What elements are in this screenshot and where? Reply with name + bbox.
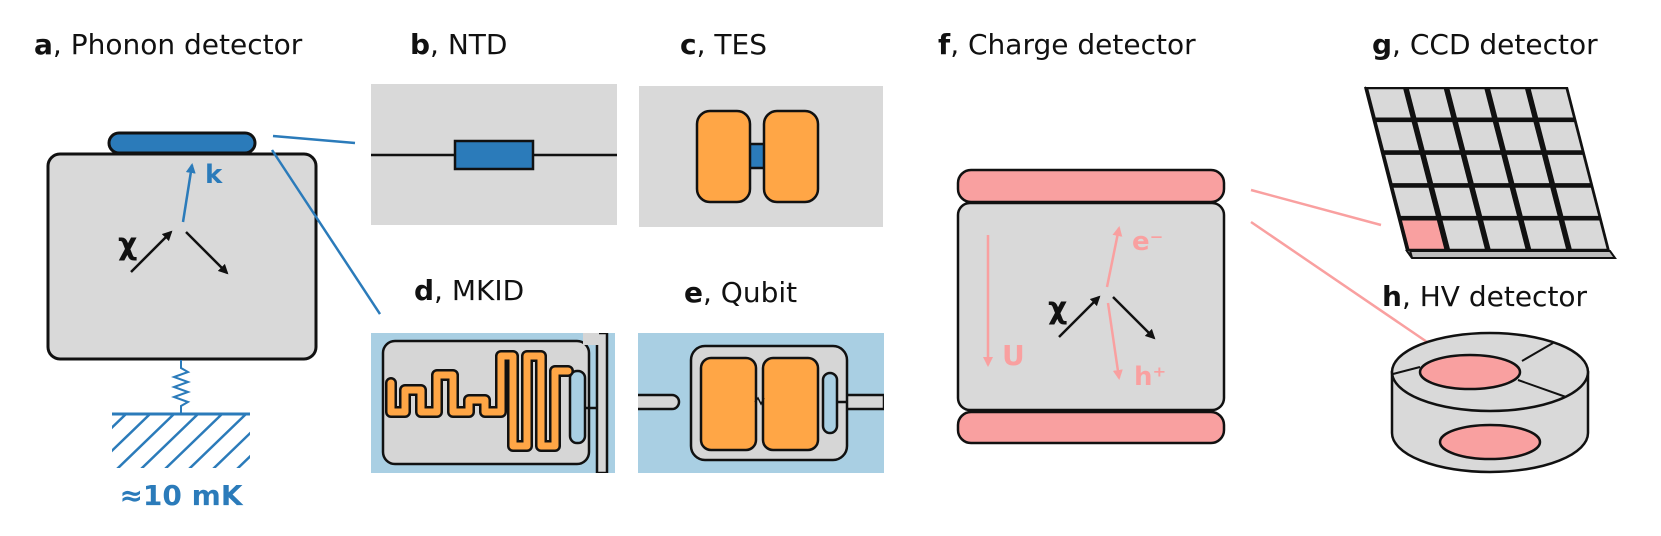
ccd-pixel <box>1490 89 1533 118</box>
ccd-pixel <box>1483 220 1526 249</box>
ccd-pixel <box>1507 154 1550 184</box>
phonon-arrow <box>181 163 196 223</box>
outgoing-particle-arrow-f <box>1112 296 1156 340</box>
sensor-icon <box>107 131 257 155</box>
transmon-icon <box>699 356 820 452</box>
superconducting-film-icon <box>695 109 820 204</box>
top-electrode <box>956 168 1226 204</box>
qubit-panel <box>638 333 884 473</box>
resistor-icon <box>453 139 535 171</box>
ccd-pixel <box>1393 187 1436 216</box>
ccd-pixel <box>1498 122 1541 151</box>
panel-a-title: a, Phonon detector <box>34 28 303 61</box>
phonon-k-label: k <box>205 160 223 190</box>
hv-bottom-electrode <box>1438 423 1542 461</box>
electrode-ring-icon <box>1390 331 1590 474</box>
ccd-pixel <box>1458 122 1501 151</box>
ccd-pixel <box>1564 220 1607 249</box>
panel-c-title: c, TES <box>680 28 767 61</box>
ccd-pixel <box>1434 187 1477 216</box>
dark-matter-chi-label: χ <box>118 227 137 262</box>
ccd-pixel <box>1449 89 1492 118</box>
ntd-panel <box>371 84 617 225</box>
ccd-hit-pixel <box>1402 220 1445 249</box>
thermal-bath-icon <box>112 412 250 468</box>
charge-detector: U χ e⁻ h⁺ <box>956 168 1431 445</box>
ccd-pixel <box>1442 220 1485 249</box>
ccd-pixel <box>1368 89 1411 118</box>
dark-matter-chi-label-f: χ <box>1048 291 1067 326</box>
ccd-pixel <box>1515 187 1558 216</box>
panel-d-title: d, MKID <box>414 274 524 307</box>
temperature-label: ≈10 mK <box>119 479 243 512</box>
ccd-pixel <box>1530 89 1573 118</box>
electron-arrow <box>1105 226 1123 288</box>
ccd-pixel <box>1425 154 1468 184</box>
hole-arrow <box>1106 302 1123 380</box>
ccd-pixel <box>1539 122 1582 151</box>
ccd-pixel <box>1376 122 1419 151</box>
phonon-detector: k χ ≈10 mK <box>46 131 382 512</box>
panel-h-title: h, HV detector <box>1382 280 1588 313</box>
field-u-label: U <box>1002 339 1025 372</box>
zoom-line-hv <box>1250 220 1431 346</box>
ccd-pixel <box>1523 220 1566 249</box>
panel-b-title: b, NTD <box>410 28 507 61</box>
zoom-line-lower <box>270 149 382 315</box>
zoom-line-upper <box>272 134 356 145</box>
phonon-absorber <box>46 152 318 361</box>
hv-top-electrode <box>1418 353 1522 391</box>
ccd-pixel <box>1547 154 1590 184</box>
ccd-pixel <box>1466 154 1509 184</box>
mkid-panel <box>371 333 615 473</box>
panel-e-title: e, Qubit <box>684 276 797 309</box>
ccd-pixel <box>1409 89 1452 118</box>
electron-label: e⁻ <box>1132 227 1163 257</box>
bottom-electrode <box>956 410 1226 445</box>
tes-panel <box>639 86 883 227</box>
incoming-particle-arrow <box>130 230 173 273</box>
ccd-pixel <box>1385 154 1428 184</box>
meander-resonator-icon <box>385 350 574 452</box>
outgoing-particle-arrow <box>185 231 229 275</box>
ccd-pixel <box>1556 187 1599 216</box>
pixel-grid-icon <box>1364 86 1617 259</box>
incoming-particle-arrow-f <box>1058 295 1101 338</box>
ccd-pixel <box>1474 187 1517 216</box>
spring-icon <box>171 360 191 414</box>
hole-label: h⁺ <box>1134 362 1166 392</box>
panel-g-title: g, CCD detector <box>1372 28 1598 61</box>
ccd-pixel <box>1417 122 1460 151</box>
zoom-line-ccd <box>1250 188 1382 227</box>
panel-f-title: f, Charge detector <box>938 28 1196 61</box>
